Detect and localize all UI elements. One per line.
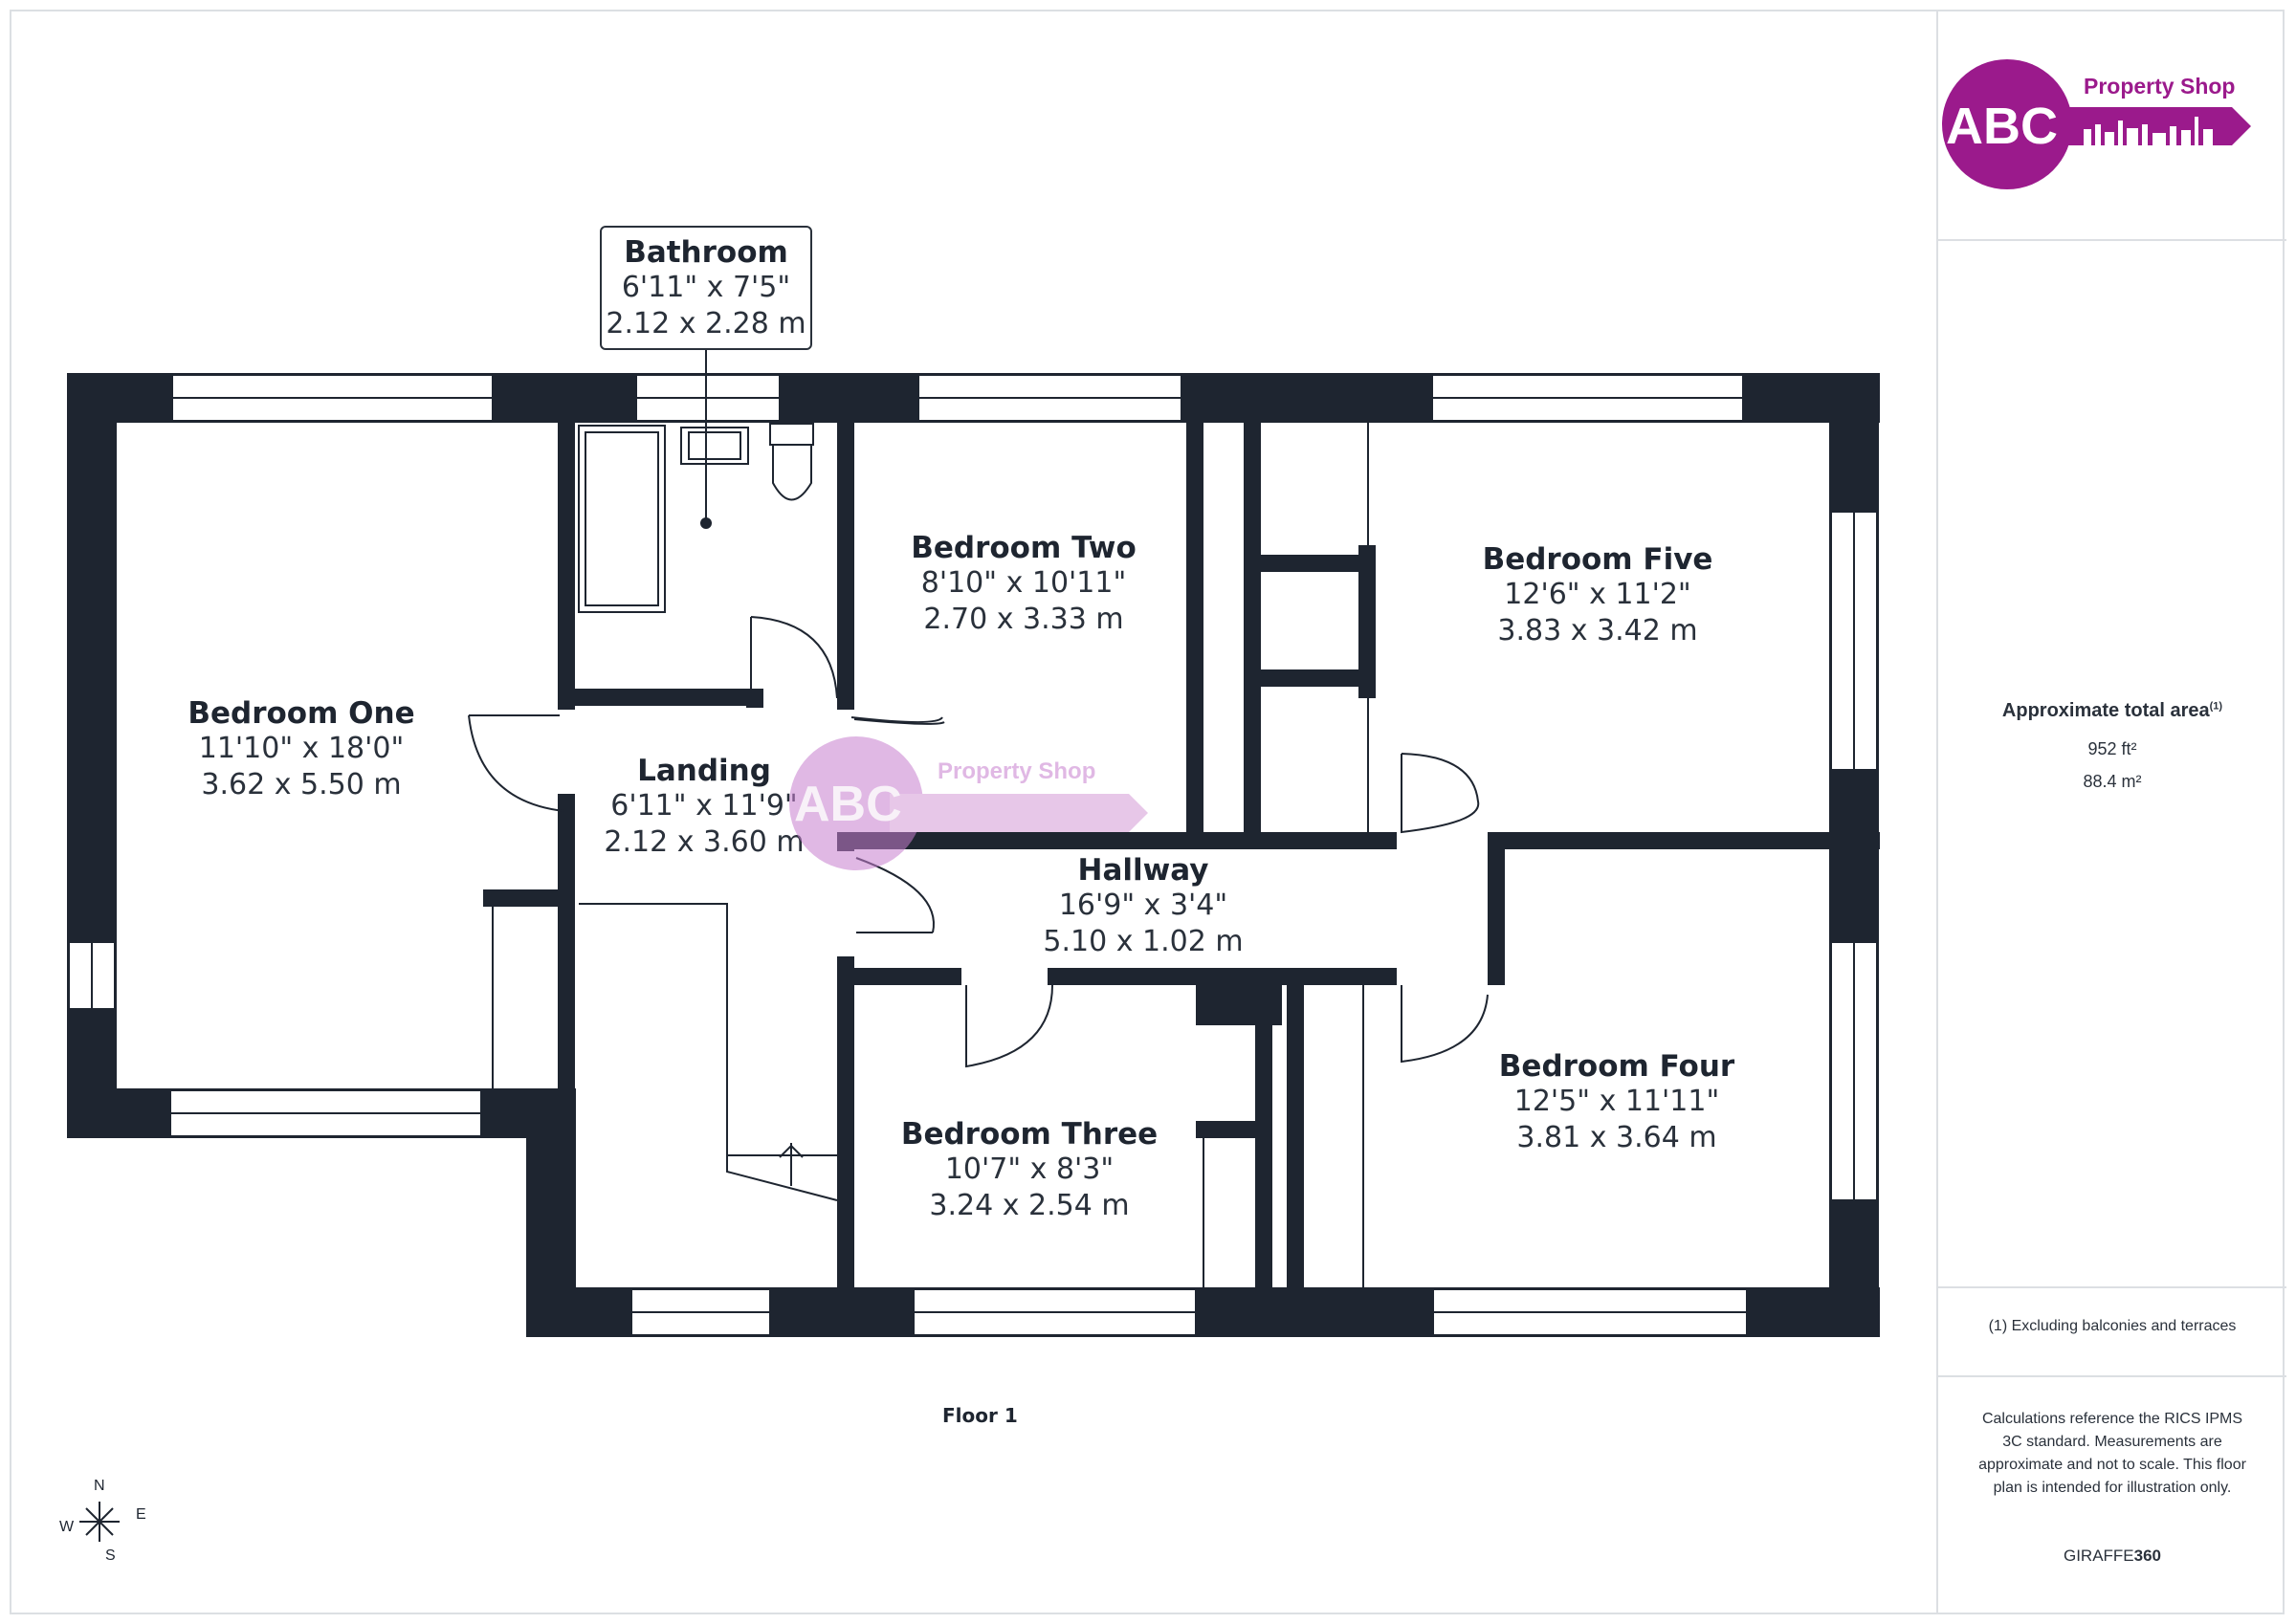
area-footnote-mark: (1) — [2209, 700, 2223, 713]
bedroom-two-label: Bedroom Two 8'10" x 10'11" 2.70 x 3.33 m — [911, 531, 1137, 638]
hallway-label: Hallway 16'9" x 3'4" 5.10 x 1.02 m — [1043, 853, 1243, 960]
compass-south: S — [105, 1547, 116, 1564]
watermark-tagline: Property Shop — [938, 758, 1095, 784]
brand-logo: ABC Property Shop — [1942, 59, 2251, 189]
provider-logo: GIRAFFE360 — [1938, 1547, 2286, 1566]
bedroom-three-name: Bedroom Three — [900, 1117, 1159, 1152]
info-sidebar: Approximate total area(1) 952 ft² 88.4 m… — [1936, 10, 2286, 1614]
compass-west: W — [59, 1519, 75, 1535]
bedroom-five-name: Bedroom Five — [1482, 542, 1713, 577]
area-m: 88.4 m² — [2083, 772, 2142, 791]
bedroom-two-metric: 2.70 x 3.33 m — [923, 603, 1124, 636]
bedroom-three-label: Bedroom Three 10'7" x 8'3" 3.24 x 2.54 m — [901, 1117, 1158, 1224]
landing-metric: 2.12 x 3.60 m — [604, 825, 805, 859]
area-footnote: (1) Excluding balconies and terraces — [1988, 1318, 2237, 1334]
bedroom-one-imperial: 11'10" x 18'0" — [198, 732, 405, 765]
bathroom-callout-pointer — [700, 350, 712, 529]
bedroom-one-metric: 3.62 x 5.50 m — [201, 768, 402, 801]
compass-icon — [79, 1502, 120, 1542]
fixtures — [468, 423, 1489, 1287]
floor-label: Floor 1 — [942, 1404, 1018, 1427]
provider-name-a: GIRAFFE — [2063, 1547, 2134, 1565]
hallway-name: Hallway — [1077, 853, 1209, 888]
watermark-brand: ABC — [794, 777, 902, 832]
bathroom-name: Bathroom — [624, 235, 788, 270]
area-title: Approximate total area(1) — [1938, 700, 2286, 722]
sidebar-divider — [1938, 239, 2286, 241]
hallway-imperial: 16'9" x 3'4" — [1058, 889, 1228, 922]
landing-label: Landing 6'11" x 11'9" 2.12 x 3.60 m — [604, 754, 804, 861]
sidebar-divider — [1938, 1286, 2286, 1288]
page-frame — [10, 10, 2285, 1614]
bedroom-four-imperial: 12'5" x 11'11" — [1513, 1085, 1720, 1118]
hallway-metric: 5.10 x 1.02 m — [1043, 925, 1244, 958]
landing-imperial: 6'11" x 11'9" — [610, 789, 798, 823]
disclaimer: Calculations reference the RICS IPMS 3C … — [1978, 1411, 2246, 1496]
logo-brand: ABC — [1946, 98, 2058, 155]
area-ft: 952 ft² — [2087, 739, 2137, 758]
bedroom-four-label: Bedroom Four 12'5" x 11'11" 3.81 x 3.64 … — [1499, 1049, 1734, 1156]
bathroom-metric: 2.12 x 2.28 m — [606, 307, 806, 340]
provider-name-b: 360 — [2133, 1547, 2162, 1565]
area-title-text: Approximate total area — [2001, 700, 2210, 721]
compass-east: E — [136, 1506, 146, 1523]
landing-name: Landing — [637, 754, 771, 788]
bedroom-five-metric: 3.83 x 3.42 m — [1497, 614, 1698, 647]
bedroom-two-name: Bedroom Two — [911, 531, 1137, 565]
skyline-icon — [2084, 117, 2213, 145]
bedroom-two-imperial: 8'10" x 10'11" — [920, 566, 1127, 600]
bedroom-three-metric: 3.24 x 2.54 m — [929, 1189, 1130, 1222]
bedroom-four-metric: 3.81 x 3.64 m — [1516, 1121, 1717, 1154]
bedroom-five-imperial: 12'6" x 11'2" — [1504, 578, 1691, 611]
bathroom-imperial: 6'11" x 7'5" — [621, 271, 791, 304]
bedroom-three-imperial: 10'7" x 8'3" — [944, 1152, 1115, 1186]
bedroom-five-label: Bedroom Five 12'6" x 11'2" 3.83 x 3.42 m — [1483, 542, 1713, 649]
sidebar-divider — [1938, 1375, 2286, 1377]
window-lines — [91, 397, 1855, 1313]
logo-tagline: Property Shop — [2084, 74, 2235, 99]
watermark-logo: ABC Property Shop — [789, 736, 1148, 870]
bathroom-callout: Bathroom 6'11" x 7'5" 2.12 x 2.28 m — [600, 226, 812, 350]
floor-plan — [67, 350, 1880, 1542]
bedroom-four-name: Bedroom Four — [1498, 1049, 1735, 1084]
bedroom-one-label: Bedroom One 11'10" x 18'0" 3.62 x 5.50 m — [188, 696, 414, 803]
compass-north: N — [94, 1478, 105, 1494]
bedroom-one-name: Bedroom One — [188, 696, 415, 731]
